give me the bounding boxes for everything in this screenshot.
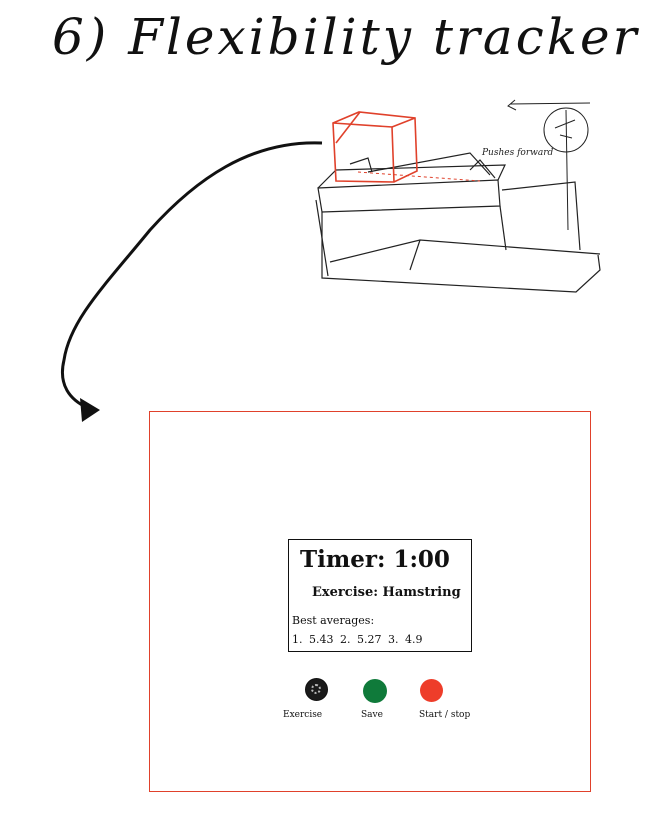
connector-arrow	[61, 141, 323, 410]
timer-display: Timer: 1:00	[300, 546, 450, 573]
best-averages-values: 1. 5.43 2. 5.27 3. 4.9	[292, 633, 423, 646]
sketch-annotation: Pushes forward	[482, 148, 554, 158]
arrow-head	[80, 398, 100, 422]
device-frame	[149, 411, 591, 792]
start-stop-button-label: Start / stop	[419, 710, 471, 720]
body-sketch	[507, 99, 591, 231]
save-button-label: Save	[361, 710, 383, 720]
head-sketch	[543, 107, 589, 153]
device-screen	[288, 539, 472, 652]
exercise-knob-button[interactable]	[305, 678, 328, 701]
exercise-button-label: Exercise	[283, 710, 323, 720]
save-button[interactable]	[363, 679, 387, 703]
knob-icon	[311, 684, 321, 694]
device-box-sketch	[332, 111, 418, 183]
best-averages-label: Best averages:	[292, 614, 375, 627]
page-title: 6) Flexibility tracker	[52, 8, 640, 66]
start-stop-button[interactable]	[420, 679, 443, 702]
exercise-display: Exercise: Hamstring	[312, 585, 461, 600]
bench-sketch	[315, 152, 601, 293]
